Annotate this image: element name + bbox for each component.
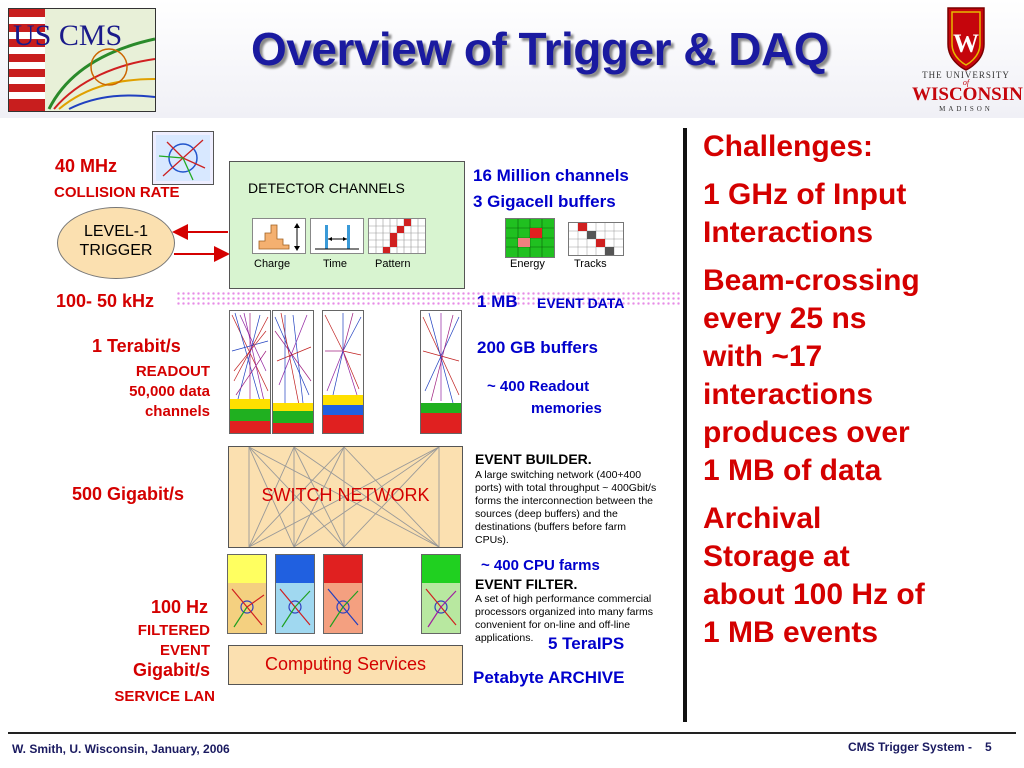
filter-unit-3 xyxy=(323,554,363,634)
event-size-value: 1 MB xyxy=(477,292,518,311)
trigger-arrows xyxy=(172,224,230,262)
level1-label: LEVEL-1 xyxy=(83,223,149,240)
readout-buffer-1 xyxy=(229,310,271,434)
time-icon xyxy=(310,218,364,254)
pattern-icon xyxy=(368,218,426,254)
header-bar xyxy=(0,0,1024,118)
filter-line-2: processors organized into many farms xyxy=(475,606,653,618)
challenge-line-12: 1 MB events xyxy=(703,616,879,649)
filter-unit-4 xyxy=(421,554,461,634)
tracks-label: Tracks xyxy=(574,258,607,270)
madison-label: MADISON xyxy=(939,105,993,113)
level1-trigger-node: LEVEL-1 TRIGGER xyxy=(57,207,175,279)
filter-line-4: applications. xyxy=(475,632,534,644)
event-builder-title: EVENT BUILDER. xyxy=(475,451,592,467)
event-filter-title: EVENT FILTER. xyxy=(475,576,578,592)
terabit-label: 1 Terabit/s xyxy=(92,336,181,356)
detector-channels-box: DETECTOR CHANNELS Charge xyxy=(229,161,465,289)
challenge-line-8: 1 MB of data xyxy=(703,454,882,487)
readout-buffer-3 xyxy=(322,310,364,434)
switch-network-label: SWITCH NETWORK xyxy=(261,485,430,505)
challenge-line-10: Storage at xyxy=(703,540,850,573)
petabyte-archive-label: Petabyte ARCHIVE xyxy=(473,668,625,687)
filtered-event-label: EVENT xyxy=(159,642,210,659)
data-channels-line1: 50,000 data xyxy=(129,383,210,400)
gigacell-label: 3 Gigacell buffers xyxy=(473,192,616,211)
builder-line-4: sources (deep buffers) and the xyxy=(475,508,618,520)
tracks-icon xyxy=(568,222,624,256)
readout-memories-line2: memories xyxy=(531,400,602,417)
collision-rate-label: COLLISION RATE xyxy=(54,184,180,201)
page-title: Overview of Trigger & DAQ xyxy=(251,23,829,75)
footer-title: CMS Trigger System - xyxy=(848,740,973,754)
challenge-line-4: every 25 ns xyxy=(703,302,867,335)
builder-line-3: forms the interconnection between the xyxy=(475,495,654,507)
computing-services-box: Computing Services xyxy=(228,645,463,685)
us-cms-logo: US CMS xyxy=(8,8,156,112)
energy-label: Energy xyxy=(510,258,545,270)
filter-unit-2 xyxy=(275,554,315,634)
time-label: Time xyxy=(323,258,348,270)
switch-bandwidth-label: 500 Gigabit/s xyxy=(72,484,185,504)
gb-buffers-label: 200 GB buffers xyxy=(477,338,598,357)
builder-line-5: destinations (buffers before farm xyxy=(475,521,626,533)
event-builder-description: A large switching network (400+400 ports… xyxy=(475,469,685,547)
challenge-line-11: about 100 Hz of xyxy=(703,578,925,611)
computing-services-label: Computing Services xyxy=(264,654,427,674)
cpu-farms-label: ~ 400 CPU farms xyxy=(481,557,600,574)
charge-icon xyxy=(252,218,306,254)
trigger-label: TRIGGER xyxy=(79,242,153,259)
energy-icon xyxy=(505,218,555,258)
challenges-heading: Challenges: xyxy=(703,130,874,163)
event-display-icon xyxy=(152,131,214,185)
footer-divider xyxy=(8,732,1016,734)
column-divider xyxy=(683,128,687,722)
event-data-label: EVENT DATA xyxy=(537,295,625,311)
service-lan-rate-label: Gigabit/s xyxy=(132,660,210,680)
challenge-line-5: with ~17 xyxy=(703,340,823,373)
us-cms-logo-text: US CMS xyxy=(13,19,122,52)
challenge-line-7: produces over xyxy=(703,416,910,449)
challenges-panel: Challenges: 1 GHz of Input Interactions … xyxy=(703,128,1023,652)
challenge-line-2: Interactions xyxy=(703,216,874,249)
builder-line-6: CPUs). xyxy=(475,534,509,546)
readout-buffer-4 xyxy=(420,310,462,434)
page-number: 5 xyxy=(985,740,992,754)
filter-unit-1 xyxy=(227,554,267,634)
filter-line-1: A set of high performance commercial xyxy=(475,593,652,605)
teraips-label: 5 TeraIPS xyxy=(548,634,625,653)
collision-rate-value: 40 MHz xyxy=(55,156,118,176)
detector-channels-label: DETECTOR CHANNELS xyxy=(248,180,405,196)
event-filter-description: A set of high performance commercial pro… xyxy=(475,593,685,645)
readout-label: READOUT xyxy=(135,363,210,380)
million-channels-label: 16 Million channels xyxy=(473,166,629,185)
builder-line-2: ports) with total throughput ~ 400Gbit/s xyxy=(475,482,657,494)
footer-author: W. Smith, U. Wisconsin, January, 2006 xyxy=(12,742,230,756)
switch-network-box: SWITCH NETWORK xyxy=(228,446,463,548)
readout-memories-line1: ~ 400 Readout xyxy=(487,378,590,395)
event-data-band xyxy=(176,291,680,305)
builder-line-1: A large switching network (400+400 xyxy=(475,469,642,481)
challenge-line-9: Archival xyxy=(703,502,822,535)
filtered-label: FILTERED xyxy=(137,622,210,639)
filter-line-3: convenient for on-line and off-line xyxy=(475,619,631,631)
wisconsin-logo: W THE UNIVERSITY of WISCONSIN MADISON xyxy=(912,4,1023,116)
challenge-line-6: interactions xyxy=(703,378,874,411)
filtered-rate-label: 100 Hz xyxy=(150,597,208,617)
charge-label: Charge xyxy=(254,258,291,270)
wisconsin-label: WISCONSIN xyxy=(912,84,1023,105)
pattern-label: Pattern xyxy=(375,258,411,270)
readout-buffer-2 xyxy=(272,310,314,434)
challenge-line-1: 1 GHz of Input xyxy=(703,178,907,211)
service-lan-label: SERVICE LAN xyxy=(114,688,215,705)
data-channels-line2: channels xyxy=(144,403,210,420)
trigger-rate-label: 100- 50 kHz xyxy=(56,291,155,311)
university-label: THE UNIVERSITY xyxy=(922,70,1010,80)
shield-letter: W xyxy=(953,29,979,58)
university-of: of xyxy=(962,78,970,87)
challenge-line-3: Beam-crossing xyxy=(703,264,920,297)
